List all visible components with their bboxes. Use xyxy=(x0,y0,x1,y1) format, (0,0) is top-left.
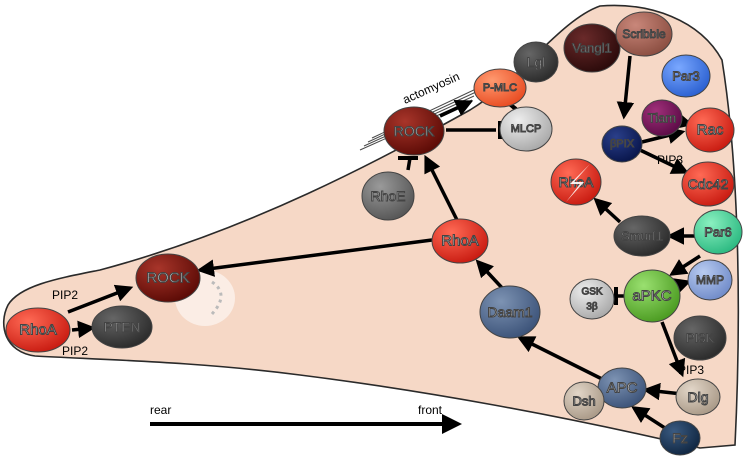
node-apkc-label: aPKC xyxy=(632,288,671,305)
node-rock-top-label: ROCK xyxy=(394,123,435,139)
node-scribble xyxy=(615,11,673,57)
edge-rhoa-rock xyxy=(67,284,134,314)
pip2-bottom-label: PIP2 xyxy=(62,344,88,358)
node-pmlc xyxy=(473,68,527,108)
edge-rhoa-mid-rock-left xyxy=(196,238,433,277)
node-vangl1-label: Vangl1 xyxy=(572,41,612,56)
edge-rhoa-pten xyxy=(71,320,96,339)
node-rac-label: Rac xyxy=(697,122,724,139)
node-rhoe xyxy=(361,171,415,221)
node-cdc42-label: Cdc42 xyxy=(688,176,729,192)
node-gsk3b-label-line2: 3β xyxy=(586,302,598,313)
node-gsk3b-label-line1: GSK xyxy=(581,287,602,298)
node-dsh xyxy=(563,381,605,421)
node-cdc42 xyxy=(681,161,735,207)
node-rhoa-left xyxy=(5,307,71,353)
node-pten xyxy=(91,305,153,349)
node-mlcp xyxy=(499,106,553,152)
cell-body xyxy=(3,4,740,449)
node-vangl1 xyxy=(563,23,621,73)
node-lgl-label: Lgl xyxy=(527,54,546,70)
pip3-rac-label: PIP3 xyxy=(657,153,683,167)
node-rock-left-label: ROCK xyxy=(146,270,189,287)
node-smurf1 xyxy=(613,215,671,257)
node-dsh-label: Dsh xyxy=(572,394,595,409)
edge-bpix-cdc42 xyxy=(639,148,690,174)
node-rhoa-left-label: RhoA xyxy=(19,322,57,339)
node-pi3k-label: PI3K xyxy=(686,331,715,346)
node-apc-label: APC xyxy=(607,380,638,397)
edge-rock-pmlc xyxy=(439,99,474,118)
node-rhoa-mid xyxy=(431,218,489,264)
actomyosin-label: actomyosin xyxy=(401,69,462,106)
nodes: RhoA PTEN ROCK ROCK RhoE P-MLC MLCP Lgl … xyxy=(5,11,743,456)
node-tiam xyxy=(641,99,683,137)
node-scribble-label: Scribble xyxy=(622,27,666,41)
node-dlg xyxy=(675,378,721,416)
node-tiam-label: Tiam xyxy=(648,111,676,126)
node-mmp xyxy=(687,259,733,301)
node-rock-left xyxy=(135,253,201,303)
node-bpix-label: βPIX xyxy=(610,138,635,150)
pip3-dlg-label: PIP3 xyxy=(678,363,704,377)
node-rhoa-mid-label: RhoA xyxy=(441,233,479,250)
node-bpix xyxy=(601,125,643,163)
node-gsk3b xyxy=(569,278,615,320)
node-rhoe-label: RhoE xyxy=(370,188,405,204)
node-par3-label: Par3 xyxy=(672,69,699,84)
node-pten-label: PTEN xyxy=(103,319,140,335)
node-par3 xyxy=(661,54,711,98)
edge-smurf1-rhoa-deg xyxy=(593,197,622,224)
node-mlcp-label: MLCP xyxy=(511,123,542,135)
node-lgl xyxy=(513,41,559,83)
node-fz xyxy=(659,420,701,456)
node-fz-label: Fz xyxy=(672,430,688,446)
node-pi3k xyxy=(673,315,727,361)
node-pmlc-label: P-MLC xyxy=(483,82,517,94)
node-apkc xyxy=(623,269,681,323)
node-daam1-label: Daam1 xyxy=(487,304,532,320)
edge-rhoa-rock-top xyxy=(424,154,460,223)
edge-apc-daam1 xyxy=(516,336,605,382)
edge-bpix-rac xyxy=(641,126,686,144)
edge-daam1-rhoa xyxy=(475,259,506,292)
node-rac xyxy=(685,107,735,153)
front-label: front xyxy=(418,403,443,417)
edge-scribble-bpix xyxy=(616,55,635,120)
node-mmp-label: MMP xyxy=(696,273,724,287)
edge-fz-apc xyxy=(631,406,669,432)
edge-apkc-dlg xyxy=(660,321,686,378)
node-rock-top xyxy=(383,106,445,156)
node-par6-label: Par6 xyxy=(704,225,731,240)
node-dlg-label: Dlg xyxy=(687,389,708,405)
rear-label: rear xyxy=(150,403,171,417)
node-par6 xyxy=(693,209,743,255)
lightning-bolt-icon xyxy=(566,164,590,202)
node-smurf1-label: Smurf1 xyxy=(621,229,663,244)
edge-par6-apkc xyxy=(669,254,701,276)
pip2-top-label: PIP2 xyxy=(52,288,78,302)
node-daam1 xyxy=(479,285,541,339)
